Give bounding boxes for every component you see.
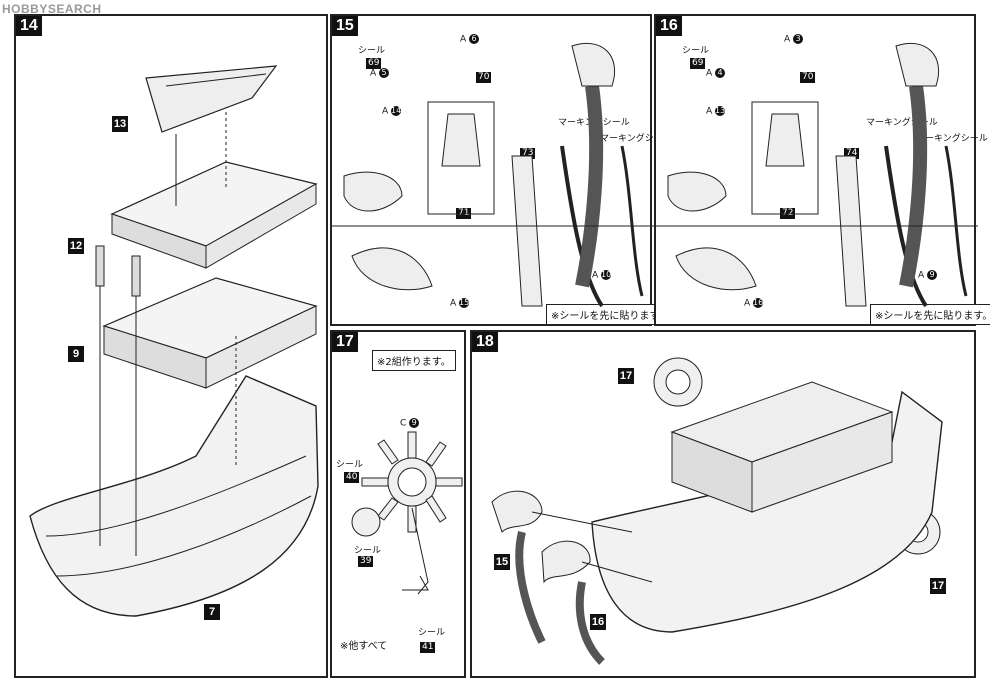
step-16-drawing bbox=[656, 42, 978, 308]
step-15-seal-label: シール bbox=[358, 46, 386, 56]
step-18-ref-17-top: 17 bbox=[618, 368, 634, 384]
step-14-ref-13: 13 bbox=[112, 116, 128, 132]
step-18-ref-16: 16 bbox=[590, 614, 606, 630]
assembled-ship-drawing bbox=[491, 357, 943, 665]
ship-exploded-drawing bbox=[29, 65, 319, 617]
step-16-seal-74: 74 bbox=[844, 148, 860, 159]
step-16-seal-69: 69 bbox=[690, 58, 706, 69]
step-16-seal-label: シール bbox=[682, 46, 710, 56]
step-16-part-a4: A 4 bbox=[706, 68, 726, 79]
paddle-wheel-drawing bbox=[351, 431, 463, 595]
step-14-ref-12: 12 bbox=[68, 238, 84, 254]
step-16-panel: 16 A 3 A 4 A 13 A 16 A 9 シール 69 70 72 74… bbox=[654, 14, 990, 326]
step-16-note: ※シールを先に貼ります。 bbox=[870, 304, 990, 325]
step-15-part-a6: A 6 bbox=[460, 34, 480, 45]
step-15-panel: 15 A 6 A 5 A 14 A 15 A 10 シール 69 70 71 7… bbox=[330, 14, 674, 326]
step-14-panel: 14 13 12 9 7 bbox=[14, 14, 328, 678]
step-16-marking-label: マーキングシール bbox=[866, 118, 938, 128]
step-17-seal-41: 41 bbox=[420, 642, 436, 653]
step-15-seal-69: 69 bbox=[366, 58, 382, 69]
step-16-part-a3: A 3 bbox=[784, 34, 804, 45]
step-14-number: 14 bbox=[16, 16, 42, 36]
step-17-part-c9: C 9 bbox=[400, 418, 420, 429]
step-17-seal-label: シール bbox=[336, 460, 364, 470]
step-16-marking-label-2: マーキングシール bbox=[916, 134, 988, 144]
step-18-panel: 18 17 15 16 14 17 bbox=[470, 330, 976, 678]
step-15-part-a5: A 5 bbox=[370, 68, 390, 79]
step-18-ref-17-right: 17 bbox=[930, 578, 946, 594]
step-15-part-a15: A 15 bbox=[450, 298, 470, 309]
step-17-others: ※他すべて bbox=[340, 641, 388, 652]
step-15-part-a14: A 14 bbox=[382, 106, 402, 117]
step-16-part-a9: A 9 bbox=[918, 270, 938, 281]
step-18-ref-15: 15 bbox=[494, 554, 510, 570]
step-17-seal-40: 40 bbox=[344, 472, 360, 483]
step-17-panel: 17 ※2組作ります。 C 9 シール 40 シール 39 ※他すべて シール … bbox=[330, 330, 466, 678]
step-16-part-a16: A 16 bbox=[744, 298, 764, 309]
step-16-seal-70: 70 bbox=[800, 72, 816, 83]
step-14-ref-9: 9 bbox=[68, 346, 84, 362]
step-15-seal-73: 73 bbox=[520, 148, 536, 159]
step-17-note: ※2組作ります。 bbox=[372, 350, 456, 371]
step-15-drawing bbox=[332, 42, 654, 308]
step-17-seal-39: 39 bbox=[358, 556, 374, 567]
step-16-number: 16 bbox=[656, 16, 682, 36]
step-18-number: 18 bbox=[472, 332, 498, 352]
step-15-number: 15 bbox=[332, 16, 358, 36]
step-17-seal-label-2: シール bbox=[354, 546, 382, 556]
step-15-marking-label-2: マーキングシール bbox=[600, 134, 672, 144]
step-15-part-a10: A 10 bbox=[592, 270, 612, 281]
step-15-seal-70: 70 bbox=[476, 72, 492, 83]
step-16-part-a13: A 13 bbox=[706, 106, 726, 117]
watermark-logo: HOBBYSEARCH bbox=[2, 2, 102, 16]
step-17-seal-label-3: シール bbox=[418, 628, 446, 638]
step-14-ref-7: 7 bbox=[204, 604, 220, 620]
step-17-number: 17 bbox=[332, 332, 358, 352]
